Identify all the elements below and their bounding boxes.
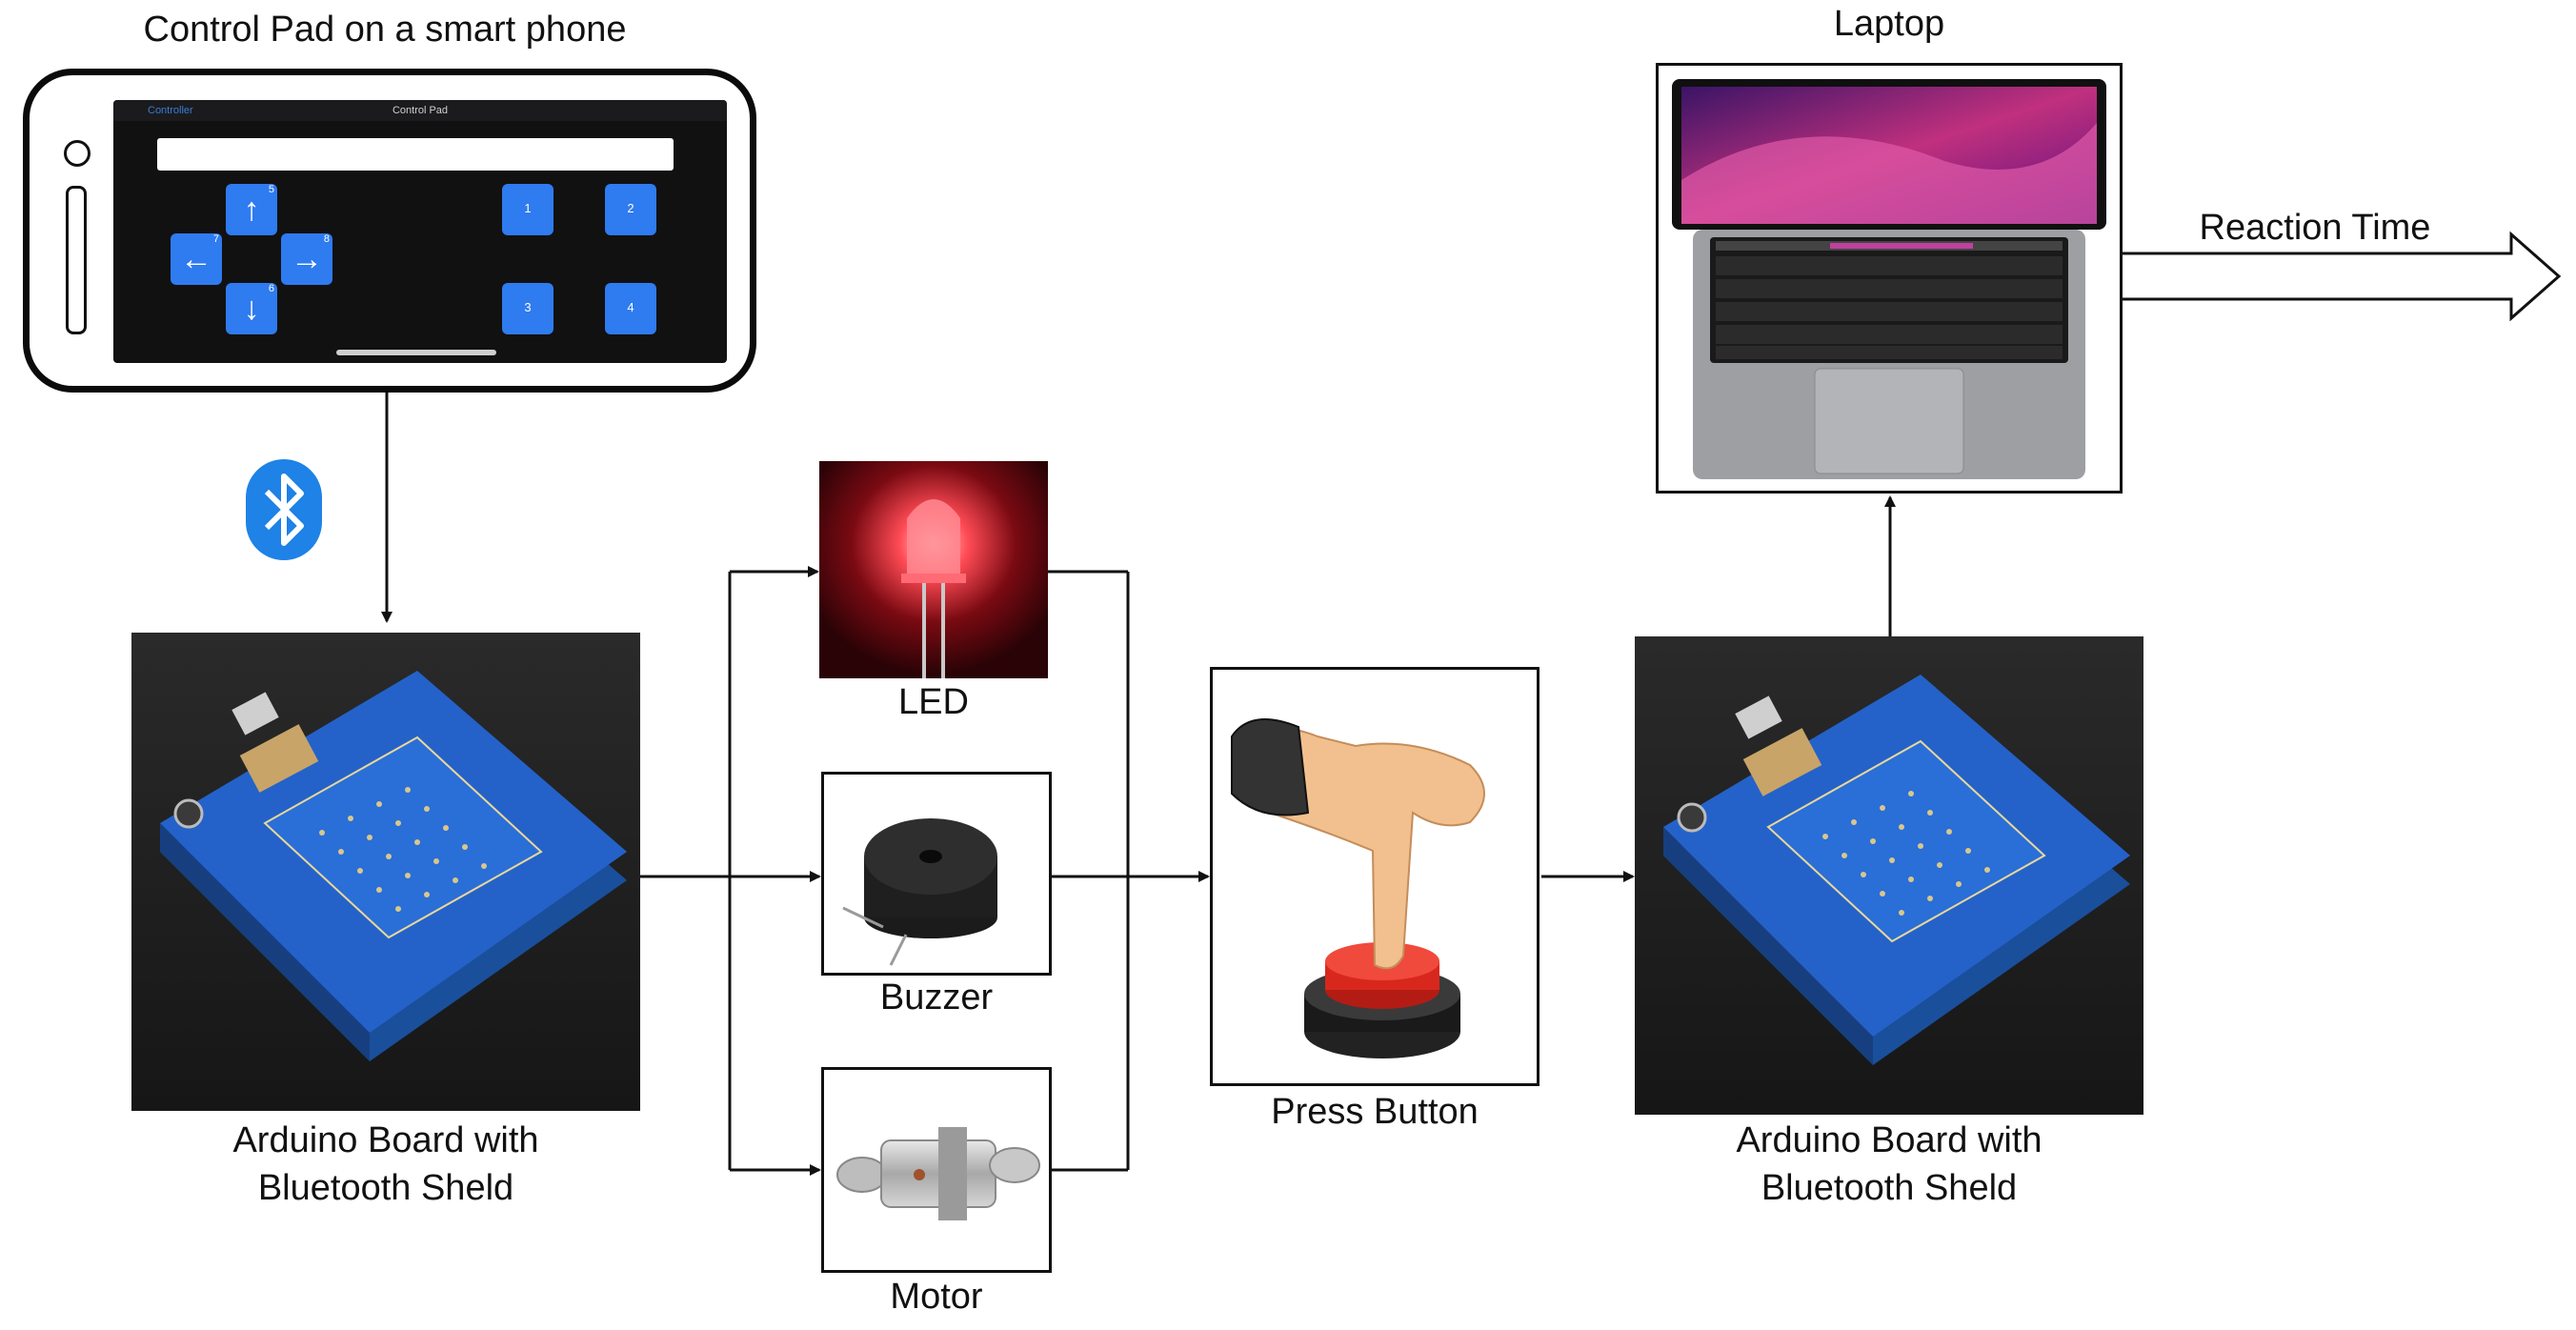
pad-up-button[interactable]: ↑ 5 (226, 184, 277, 235)
phone-side-bar (66, 186, 87, 334)
laptop-label: Laptop (1833, 4, 1945, 44)
screen-nav-bar: Controller Control Pad (113, 100, 727, 121)
arrow-up-icon: ↑ (243, 191, 260, 228)
pad-up-number: 5 (268, 184, 274, 195)
pad-down-number: 6 (268, 283, 274, 294)
pad-left-button[interactable]: ← 7 (171, 233, 222, 285)
buzzer-photo (821, 772, 1052, 976)
home-indicator (336, 350, 496, 355)
bluetooth-icon (246, 459, 322, 560)
arrow-left-icon: ← (180, 241, 212, 277)
pad-right-number: 8 (323, 233, 330, 245)
pad-down-button[interactable]: ↓ 6 (226, 283, 277, 334)
arrow-down-icon: ↓ (243, 291, 260, 327)
laptop-photo (1656, 63, 2123, 494)
press-button-photo (1210, 667, 1540, 1086)
motor-photo (821, 1067, 1052, 1273)
pad-right-button[interactable]: → 8 (281, 233, 332, 285)
pad-button-4-label: 4 (627, 300, 634, 314)
motor-label: Motor (890, 1277, 983, 1317)
pad-button-3[interactable]: 3 (502, 283, 553, 334)
pad-button-3-label: 3 (524, 300, 532, 314)
led-label: LED (898, 682, 969, 722)
arduino-board-photo-left (131, 633, 640, 1111)
buzzer-label: Buzzer (879, 977, 994, 1018)
arduino-right-label-line2: Bluetooth Sheld (1761, 1168, 2018, 1208)
phone-camera (64, 140, 91, 167)
control-pad-label: Control Pad on a smart phone (143, 10, 627, 50)
pad-button-1-label: 1 (524, 201, 532, 215)
press-button-label: Press Button (1271, 1092, 1479, 1132)
control-pad-screen: Controller Control Pad ↑ 5 ← 7 → 8 ↓ 6 1… (113, 100, 727, 363)
screen-text-field[interactable] (157, 138, 674, 171)
reaction-time-label: Reaction Time (2199, 208, 2431, 248)
reaction-time-arrow (2115, 231, 2562, 322)
arduino-board-photo-right (1635, 636, 2143, 1115)
pad-left-number: 7 (212, 233, 219, 245)
arduino-right-label-line1: Arduino Board with (1736, 1120, 2043, 1160)
pad-button-2-label: 2 (627, 201, 634, 215)
arduino-left-label-line2: Bluetooth Sheld (257, 1168, 514, 1208)
pad-button-2[interactable]: 2 (605, 184, 656, 235)
screen-title: Control Pad (392, 105, 449, 116)
smartphone: Controller Control Pad ↑ 5 ← 7 → 8 ↓ 6 1… (23, 69, 756, 393)
arrow-right-icon: → (291, 241, 323, 277)
arduino-left-label-line1: Arduino Board with (232, 1120, 539, 1160)
led-photo (819, 461, 1048, 678)
pad-button-4[interactable]: 4 (605, 283, 656, 334)
pad-button-1[interactable]: 1 (502, 184, 553, 235)
screen-back-link[interactable]: Controller (148, 105, 193, 116)
